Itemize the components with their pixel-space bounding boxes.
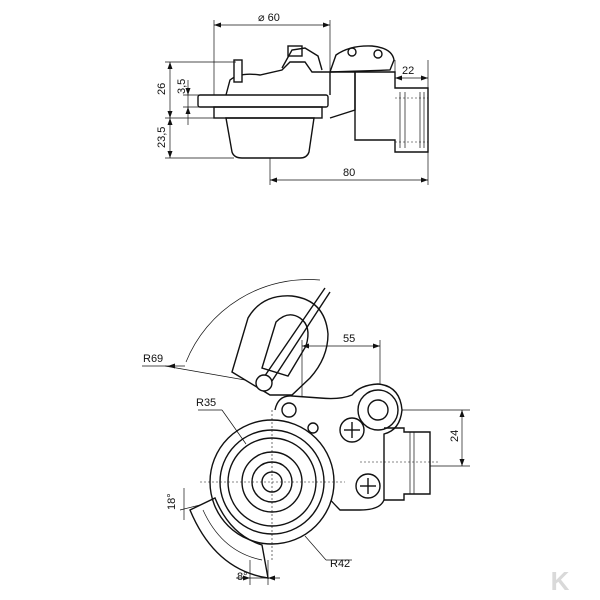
cover-lever <box>261 287 326 381</box>
dim-arrow <box>167 62 173 69</box>
flange-ring <box>213 106 323 119</box>
upper-lug-hole <box>367 399 389 421</box>
dim-arrow <box>167 118 173 125</box>
top-view: ⌀ 60 26 3,5 23,5 22 80 <box>156 12 429 185</box>
screw-bottom <box>355 473 381 499</box>
cover-hinge <box>255 374 273 392</box>
dim-r42-leader <box>304 535 327 561</box>
cover-open <box>231 295 329 396</box>
dim-r35-label: R35 <box>196 397 216 409</box>
dim-55-label: 55 <box>343 333 355 345</box>
dim-arrow <box>395 75 402 81</box>
dim-arrow <box>373 343 380 349</box>
dim-arrow <box>214 22 221 28</box>
dim-arrow <box>167 111 173 118</box>
dim-arrow <box>185 88 191 95</box>
brand-logo: K <box>551 566 570 596</box>
lever-pin <box>347 47 357 57</box>
dim-arrow <box>459 459 465 466</box>
dim-arrow <box>243 575 250 581</box>
flange-plate <box>197 94 329 108</box>
dim-24-label: 24 <box>449 430 461 442</box>
dim-arrow <box>268 575 275 581</box>
cover-lever-2 <box>269 291 331 385</box>
dim-80-label: 80 <box>343 167 355 179</box>
dim-r69-label: R69 <box>143 353 163 365</box>
dim-arrow <box>302 343 309 349</box>
lower-wing-inner <box>202 509 263 561</box>
thread-port <box>384 427 431 501</box>
cover-top <box>225 61 331 96</box>
thread-body <box>354 71 429 153</box>
dim-arrow <box>421 177 428 183</box>
dim-arrow <box>421 75 428 81</box>
cover-inner <box>261 314 309 377</box>
dim-arrow <box>185 107 191 114</box>
dim-8-label: 8° <box>237 571 248 583</box>
body-pin-2 <box>307 422 319 434</box>
dim-arrow <box>323 22 330 28</box>
dim-22-label: 22 <box>402 65 414 77</box>
head-cup <box>225 117 315 159</box>
dim-235-label: 23,5 <box>156 127 168 148</box>
dim-diameter-label: ⌀ 60 <box>258 12 280 24</box>
lever-pin-2 <box>373 49 383 59</box>
screw-top <box>339 417 365 443</box>
locking-pin <box>233 59 243 83</box>
swing-arc-r69 <box>185 279 321 363</box>
dim-26-label: 26 <box>156 83 168 95</box>
lever <box>329 45 395 73</box>
hinge-block <box>287 45 303 57</box>
dim-arrow <box>167 151 173 158</box>
body-pin <box>281 402 297 418</box>
dim-arrow <box>459 410 465 417</box>
bottom-view: R69 55 <box>142 279 470 585</box>
upper-lug <box>357 389 399 431</box>
dim-18-label: 18° <box>166 493 178 510</box>
logo-letter: K <box>551 566 570 596</box>
dim-r35-leader-2 <box>221 409 247 445</box>
dim-arrow <box>168 363 175 369</box>
dim-arrow <box>270 177 277 183</box>
dim-18-ext <box>179 504 201 511</box>
body-side <box>329 71 356 119</box>
dim-r42-label: R42 <box>330 558 350 570</box>
dim-35-label: 3,5 <box>176 79 188 94</box>
